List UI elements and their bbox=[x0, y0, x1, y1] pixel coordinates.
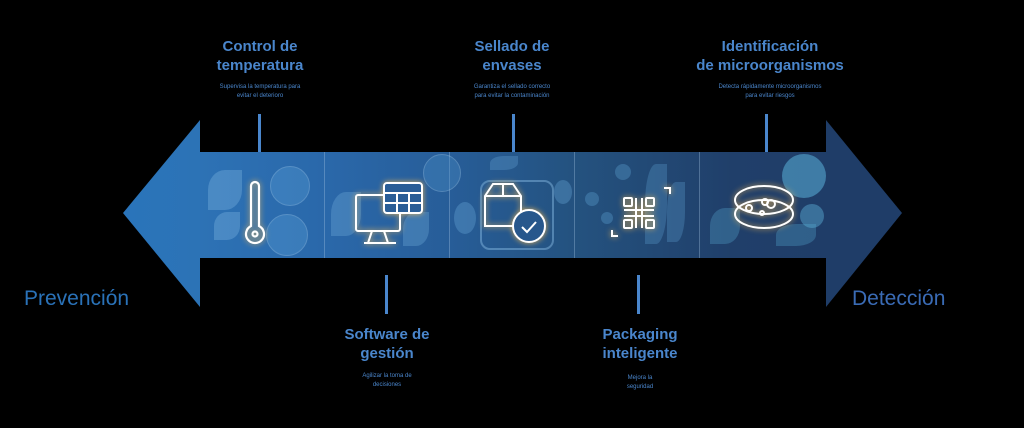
connector-1 bbox=[258, 114, 261, 152]
step-description: Garantiza el sellado correcto para evita… bbox=[473, 84, 551, 99]
connector-3 bbox=[512, 114, 515, 152]
step-title: Control de temperatura bbox=[216, 38, 304, 74]
panel-1 bbox=[200, 152, 325, 258]
monitor-spreadsheet-icon bbox=[355, 182, 426, 252]
step-description: Supervisa la temperatura para evitar el … bbox=[219, 84, 301, 99]
panel-5 bbox=[700, 152, 826, 258]
connector-2 bbox=[385, 275, 388, 314]
step-title: Packaging inteligente bbox=[602, 326, 678, 362]
petri-dish-icon bbox=[733, 184, 795, 235]
step-description: Detecta rápidamente microorganismos para… bbox=[718, 84, 822, 99]
thermometer-icon bbox=[242, 180, 268, 251]
label-deteccion: Detección bbox=[852, 287, 946, 310]
step-title: Sellado de envases bbox=[474, 38, 550, 74]
label-prevencion: Prevención bbox=[24, 287, 130, 310]
connector-4 bbox=[637, 275, 640, 314]
connector-5 bbox=[765, 114, 768, 152]
panel-3 bbox=[450, 152, 575, 258]
qr-code-icon bbox=[610, 186, 672, 245]
step-description: Mejora la seguridad bbox=[626, 375, 654, 390]
step-description: Agilizar la toma de decisiones bbox=[362, 373, 412, 388]
package-check-icon bbox=[483, 182, 549, 249]
step-title: Identificación de microorganismos bbox=[696, 38, 844, 74]
panel-4 bbox=[575, 152, 700, 258]
step-title: Software de gestión bbox=[344, 326, 430, 362]
